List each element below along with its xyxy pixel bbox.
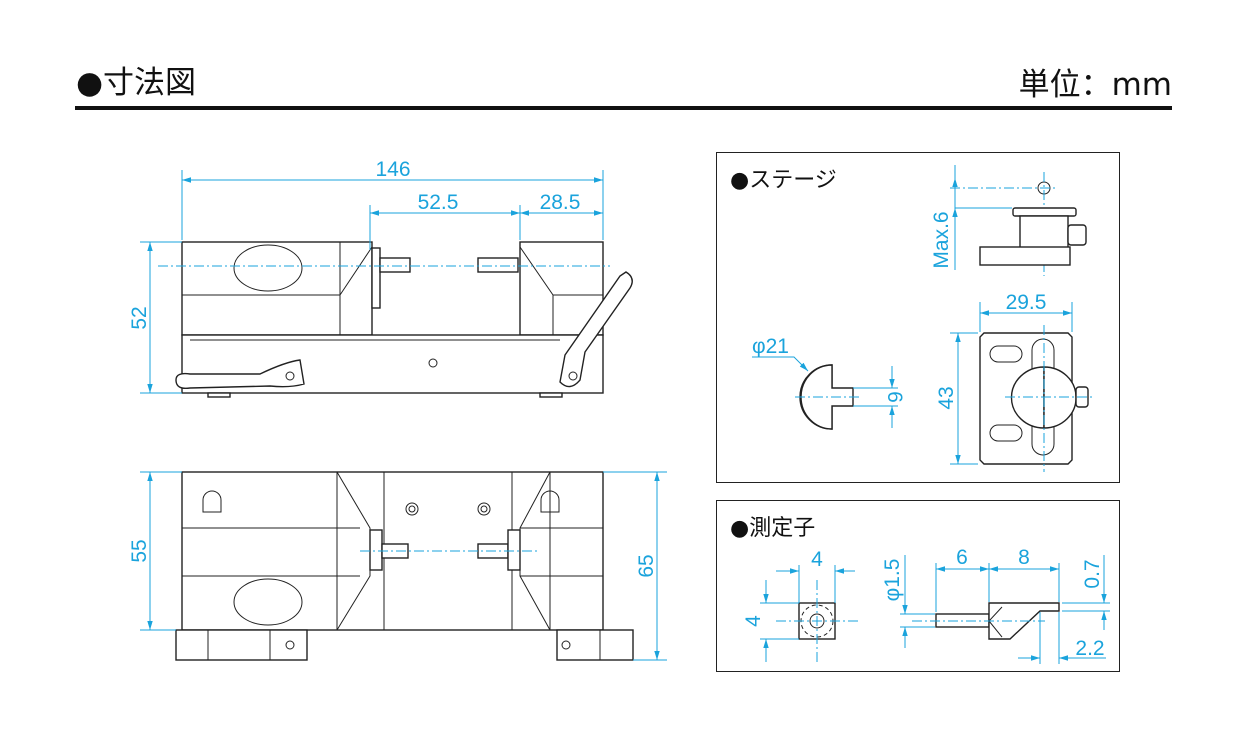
stage-panel: ●ステージ Max.6 6 φ21 29.5 xyxy=(716,152,1120,483)
top-view xyxy=(175,471,634,661)
probe-panel: ●測定子 4 4 6 8 φ1.5 0.7 2.2 xyxy=(716,500,1120,672)
dim-overall-width: 146 xyxy=(375,158,410,181)
probe-title: ●測定子 xyxy=(730,516,815,541)
dim-tip-offset: 2.2 xyxy=(1075,637,1104,660)
page-title: ●寸法図 xyxy=(76,65,196,101)
dim-height: 52 xyxy=(128,306,151,329)
front-dimensions: 146 52.5 28.5 52 xyxy=(128,158,604,394)
unit-label: 単位：mm xyxy=(1019,67,1172,103)
dim-stage-height: 43 xyxy=(935,386,958,409)
dim-depth: 55 xyxy=(128,539,151,562)
dim-max-offset: Max.6 xyxy=(930,211,953,268)
dim-square-height: 4 xyxy=(742,615,765,627)
front-view xyxy=(158,241,633,398)
dim-square-width: 4 xyxy=(811,548,823,571)
dim-shaft-length: 6 xyxy=(956,546,968,569)
header-rule xyxy=(75,106,1172,110)
dim-tip-thickness: 0.7 xyxy=(1081,559,1104,588)
dim-tip-length: 8 xyxy=(1018,546,1030,569)
stage-title: ●ステージ xyxy=(730,168,837,193)
dim-shaft: 6 xyxy=(883,391,906,403)
dim-block-width: 28.5 xyxy=(540,191,581,214)
dim-probe-span: 52.5 xyxy=(418,191,459,214)
dim-diameter: φ21 xyxy=(752,335,789,358)
top-dimensions: 55 65 xyxy=(128,471,667,661)
dim-stage-width: 29.5 xyxy=(1006,291,1047,314)
dim-probe-diameter: φ1.5 xyxy=(881,559,904,602)
dim-depth-with-feet: 65 xyxy=(635,554,658,577)
